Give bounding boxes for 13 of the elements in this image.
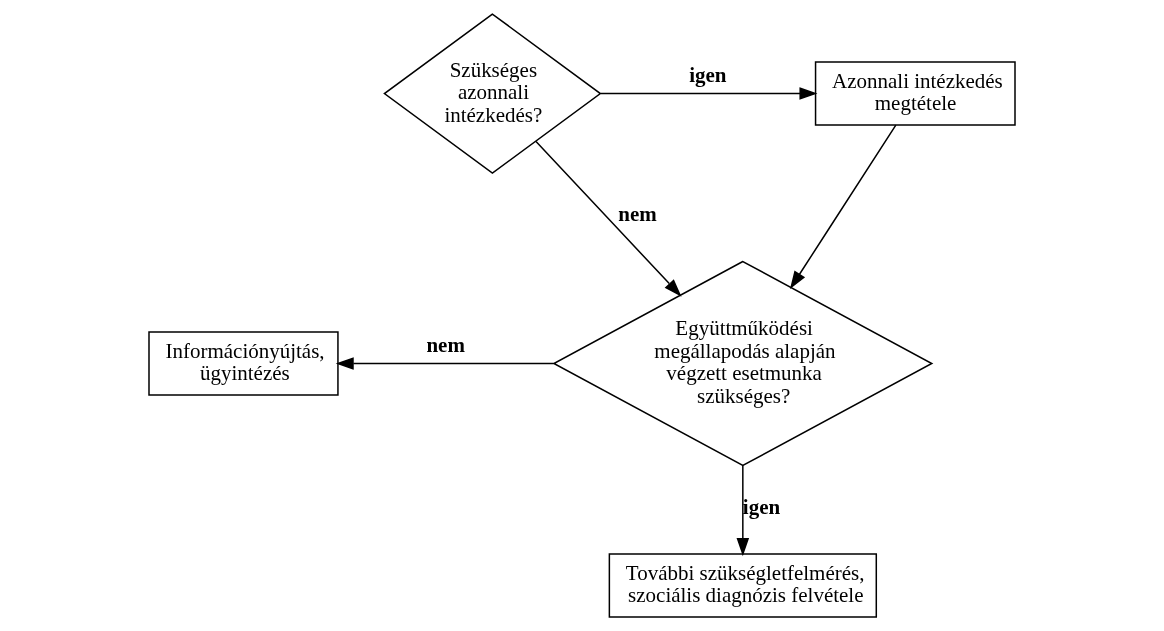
- edge-label: nem: [618, 202, 657, 227]
- arrow: [790, 124, 897, 289]
- arrow: [535, 140, 682, 297]
- edge-label: igen: [689, 62, 727, 87]
- node-diamond: Szükséges azonnali intézkedés?: [383, 13, 602, 174]
- node-box: További szükségletfelmérés, szociális diagnózis felvétele: [608, 553, 878, 618]
- edge-label: nem: [426, 332, 465, 357]
- node-box: Azonnali intézkedés megtétele: [814, 61, 1016, 126]
- arrow: [736, 464, 750, 557]
- arrow: [335, 357, 555, 370]
- node-box: Információnyújtás, ügyintézés: [148, 331, 339, 396]
- arrow: [600, 87, 818, 100]
- node-diamond: Együttműködési megállapodás alapján végzett esetmunka szükséges?: [552, 260, 934, 467]
